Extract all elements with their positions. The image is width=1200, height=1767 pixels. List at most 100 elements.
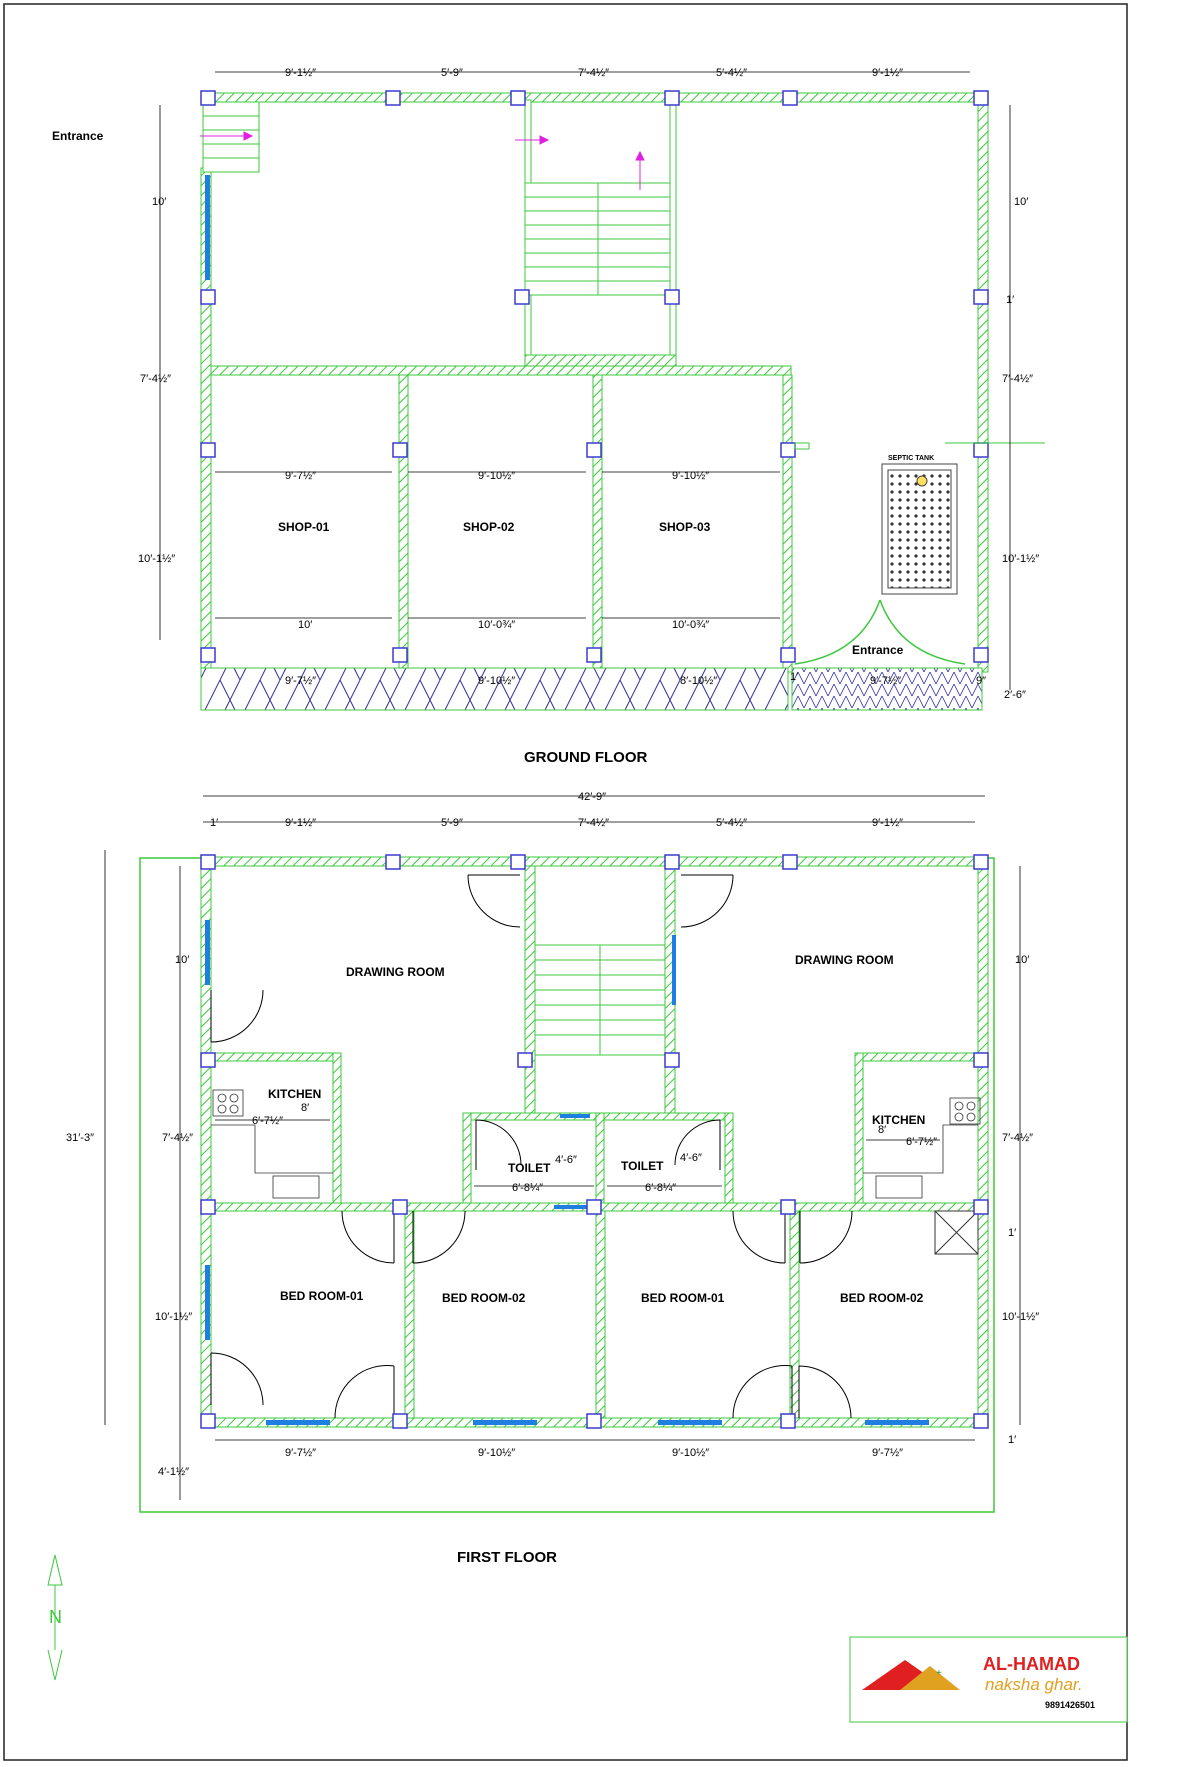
shop-03-label: SHOP-03	[659, 520, 711, 534]
shop-divider-1	[398, 374, 409, 673]
bed-room-4-label: BED ROOM-02	[840, 1291, 924, 1305]
dim-text: 5′-9″	[441, 67, 463, 79]
dim-text: 1′	[210, 817, 218, 829]
front-pavement	[200, 667, 789, 711]
dim-text: 1′	[1008, 1434, 1016, 1446]
dim-text: 2′-6″	[1004, 689, 1026, 701]
septic-tank-label: SEPTIC TANK	[888, 455, 934, 462]
dim-text: 6′-8¼″	[645, 1182, 676, 1194]
septic-tank-fill	[887, 469, 952, 589]
dim-text: 10′-0¾″	[672, 619, 709, 631]
logo-phone: 9891426501	[1045, 1700, 1095, 1710]
dim-text: 9′-1½″	[872, 67, 903, 79]
dim-text: 10′	[175, 954, 189, 966]
toilet-mid-wall	[595, 1112, 605, 1209]
drawing-room-right-label: DRAWING ROOM	[795, 953, 894, 967]
dim-text: 5′-4½″	[716, 817, 747, 829]
bed-room-2-label: BED ROOM-02	[442, 1291, 526, 1305]
shop-divider-2	[592, 374, 603, 673]
bedroom-divider-3	[789, 1210, 800, 1419]
dim-text: 7′-4½″	[162, 1132, 193, 1144]
shops-top-wall	[210, 365, 792, 376]
dim-text: 9′-7½″	[285, 470, 316, 482]
dim-text: 9′-10½″	[672, 470, 709, 482]
kitchen-right-label: KITCHEN	[872, 1113, 925, 1127]
first-staircase	[534, 944, 666, 1056]
dim-text: 9′-7½″	[285, 1447, 316, 1459]
dim-text: 8′	[301, 1102, 309, 1114]
dim-text: 10′	[298, 619, 312, 631]
dim-text: 1′	[790, 671, 798, 683]
dim-text: 4′-6″	[555, 1154, 577, 1166]
kitchen-left-label: KITCHEN	[268, 1087, 321, 1101]
ground-right-wall	[977, 99, 989, 673]
dim-text: 9′-7½″	[872, 1447, 903, 1459]
dim-text: 10′-0¾″	[478, 619, 515, 631]
direction-arrows	[200, 131, 645, 190]
dim-text: 9″	[976, 675, 986, 687]
kitchen-right-wall	[854, 1052, 979, 1062]
kitchen-left-wall	[210, 1052, 342, 1062]
dim-text: 9′-10½″	[478, 1447, 515, 1459]
dim-text: 8′-10½″	[680, 675, 717, 687]
dim-text: 7′-4½″	[1002, 1132, 1033, 1144]
dim-text: 1′	[1006, 294, 1014, 306]
dim-text: 1′	[1008, 1227, 1016, 1239]
north-arrow	[47, 1554, 63, 1681]
toilet-right-wall	[724, 1112, 734, 1209]
first-windows	[205, 920, 929, 1425]
entrance-pavement	[791, 667, 983, 711]
logo-box: +	[849, 1636, 1128, 1723]
dim-text: 10′-1½″	[155, 1311, 192, 1323]
drawing-room-left-label: DRAWING ROOM	[346, 965, 445, 979]
dim-text: 6′-7½″	[906, 1136, 937, 1148]
first-dimension-lines	[104, 795, 1021, 1500]
dim-text: 7′-4½″	[1002, 373, 1033, 385]
logo-subtitle: naksha ghar.	[985, 1675, 1083, 1694]
dim-text: 9′-1½″	[872, 817, 903, 829]
toilet-left-wall	[462, 1112, 472, 1209]
stair-landing-wall	[524, 354, 677, 367]
dim-text: 7′-4½″	[578, 67, 609, 79]
bed-room-3-label: BED ROOM-01	[641, 1291, 725, 1305]
ground-top-wall	[204, 92, 983, 103]
ground-dimension-lines	[159, 71, 1011, 690]
stair-right-wall	[669, 99, 677, 367]
dim-text: 6′-7½″	[252, 1115, 283, 1127]
dim-text: 5′-9″	[441, 817, 463, 829]
bedroom-divider-1	[404, 1210, 415, 1419]
first-columns	[200, 854, 989, 1429]
bedroom-divider-2	[595, 1210, 606, 1419]
dim-text: 42′-9″	[578, 791, 606, 803]
entrance-left-label: Entrance	[52, 129, 104, 143]
entrance-right-label: Entrance	[852, 643, 904, 657]
septic-tank-manhole	[916, 475, 928, 487]
dim-text: 7′-4½″	[140, 373, 171, 385]
first-top-wall	[202, 856, 984, 867]
first-dimension-texts: 42′-9″ 31′-3″ 1′ 9′-1½″ 5′-9″ 7′-4½″ 5′-…	[66, 791, 1039, 1478]
dim-text: 4′-1½″	[158, 1466, 189, 1478]
dim-text: 31′-3″	[66, 1132, 94, 1144]
dim-text: 10′-1½″	[1002, 1311, 1039, 1323]
ground-columns	[200, 90, 989, 663]
dim-text: 10′	[1014, 196, 1028, 208]
entrance-gate-arcs	[794, 599, 966, 665]
first-doors	[210, 874, 853, 1419]
first-right-wall	[977, 865, 989, 1427]
dim-text: 10′-1½″	[1002, 553, 1039, 565]
dim-text: 9′-1½″	[285, 817, 316, 829]
ground-floor-title: GROUND FLOOR	[524, 749, 647, 766]
svg-text:+: +	[936, 1668, 942, 1679]
dim-text: 8′	[878, 1124, 886, 1136]
ground-staircase	[524, 182, 671, 296]
shop-01-label: SHOP-01	[278, 520, 330, 534]
first-floor-title: FIRST FLOOR	[457, 1549, 557, 1566]
dim-text: 9′-10½″	[478, 675, 515, 687]
sheet-border	[3, 3, 1128, 1761]
ground-floor-plan	[159, 71, 1045, 711]
dim-text: 9′-10½″	[478, 470, 515, 482]
shop-right-wall	[782, 374, 793, 673]
kitchen-right-side	[854, 1052, 864, 1204]
toilet-left-label: TOILET	[508, 1161, 551, 1175]
